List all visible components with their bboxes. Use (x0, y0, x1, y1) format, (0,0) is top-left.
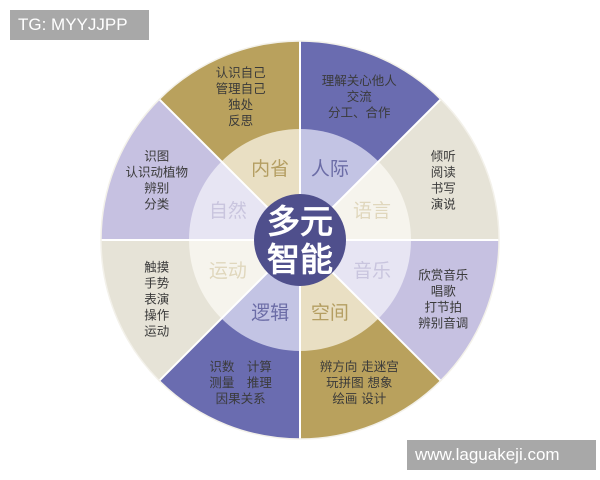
center-circle (254, 194, 346, 286)
center-hub: 多元 智能 (254, 194, 346, 286)
description-line: 玩拼图 想象 (326, 375, 392, 390)
description-line: 认识动植物 (126, 165, 189, 180)
description-line: 独处 (228, 97, 254, 112)
description-line: 触摸 (144, 259, 169, 274)
description-line: 欣赏音乐 (418, 267, 468, 282)
description-line: 因果关系 (216, 391, 266, 406)
description-line: 辨别 (144, 181, 169, 196)
description-line: 演说 (431, 197, 456, 212)
description-line: 管理自己 (216, 81, 266, 96)
watermark-top: TG: MYYJJPP (10, 10, 149, 40)
intelligence-label: 逻辑 (251, 302, 289, 324)
center-title-line1: 多元 (267, 202, 333, 241)
description-line: 书写 (431, 181, 456, 196)
description-line: 唱歌 (431, 283, 457, 298)
description-line: 识数 计算 (209, 359, 272, 374)
center-title-line2: 智能 (267, 240, 333, 279)
watermark-bottom: www.laguakeji.com (407, 440, 596, 470)
description-line: 手势 (144, 275, 170, 290)
description-line: 辨方向 走迷宫 (320, 359, 399, 374)
intelligence-label: 运动 (209, 260, 247, 282)
intelligence-label: 音乐 (353, 260, 391, 282)
intelligence-label: 语言 (353, 200, 391, 222)
description-line: 识图 (144, 149, 169, 164)
description-line: 倾听 (431, 149, 456, 164)
outer-rim (100, 40, 500, 440)
description-line: 绘画 设计 (332, 391, 386, 406)
description-line: 分工、合作 (328, 105, 391, 120)
description-line: 测量 推理 (209, 375, 272, 390)
description-line: 打节拍 (424, 299, 462, 314)
description-line: 阅读 (431, 165, 456, 180)
description-line: 运动 (144, 323, 169, 338)
intelligence-label: 人际 (311, 158, 349, 180)
description-line: 分类 (144, 197, 170, 212)
intelligence-label: 自然 (209, 200, 247, 222)
description-line: 表演 (144, 291, 169, 306)
description-line: 辨别音调 (418, 315, 468, 330)
description-line: 交流 (347, 89, 373, 104)
intelligence-label: 内省 (251, 158, 289, 180)
description-line: 反思 (228, 113, 253, 128)
description-line: 理解关心他人 (322, 73, 398, 88)
description-line: 操作 (144, 307, 170, 322)
description-line: 认识自己 (216, 65, 266, 80)
intelligence-label: 空间 (311, 302, 349, 324)
